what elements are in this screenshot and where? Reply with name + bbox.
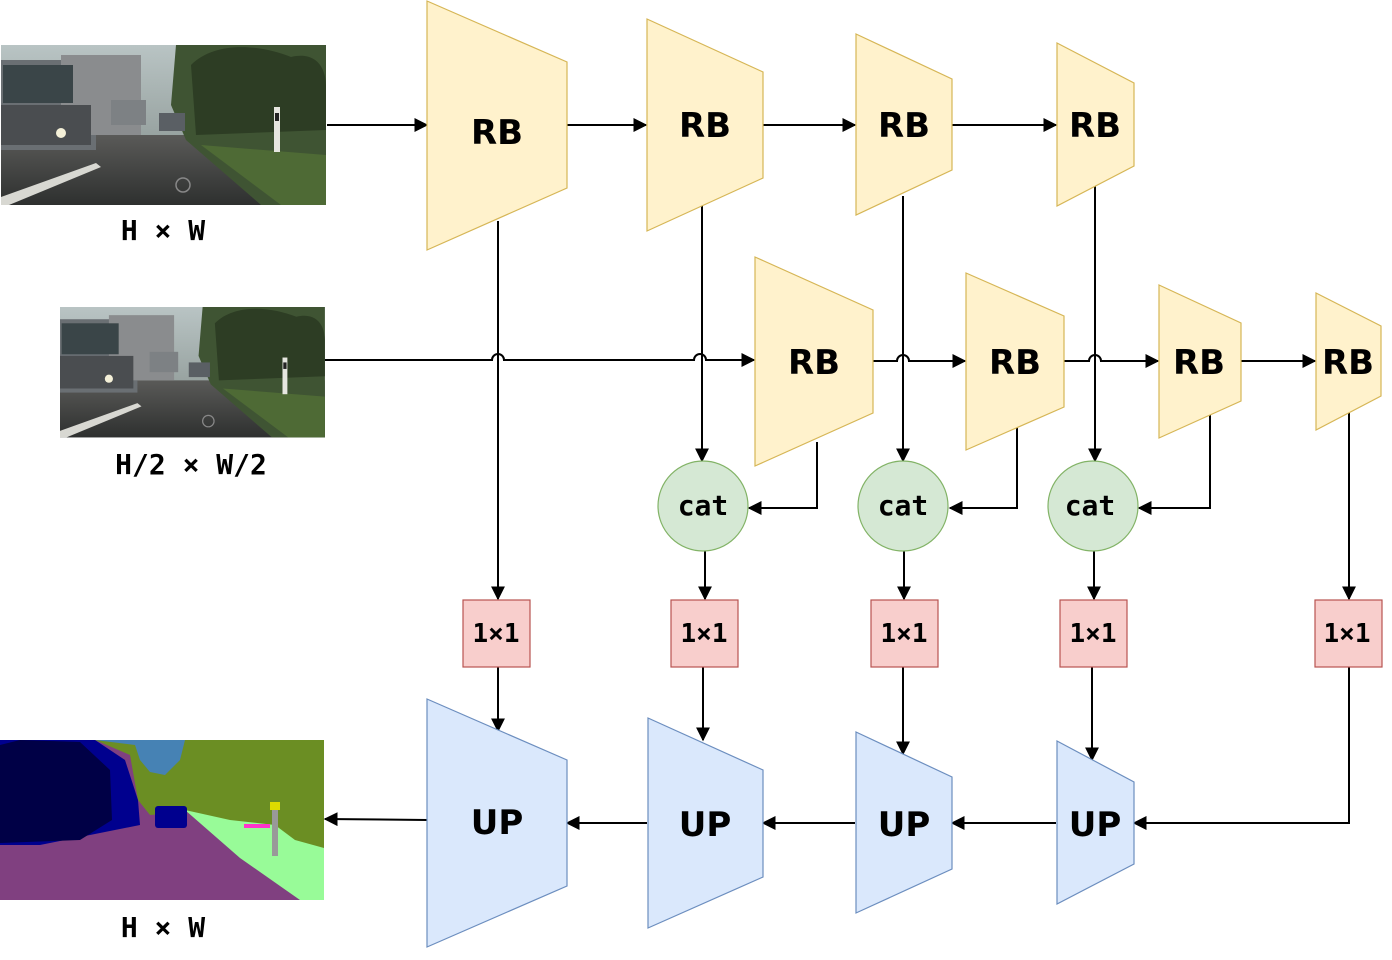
input-image-half bbox=[59, 306, 326, 439]
encoder-full-res: RB RB RB RB bbox=[426, 0, 1135, 251]
cat-node-3: cat bbox=[1047, 460, 1139, 552]
up-block-1: UP bbox=[426, 698, 568, 948]
conv1x1-node-1: 1×1 bbox=[462, 599, 531, 668]
rb-block-half-2: RB bbox=[965, 272, 1065, 451]
rb-block-full-2: RB bbox=[646, 18, 764, 232]
edge-rb7-to-cat3 bbox=[1137, 415, 1211, 515]
conv1x1-label: 1×1 bbox=[681, 619, 728, 649]
conv1x1-label: 1×1 bbox=[473, 619, 520, 649]
cat-node-1: cat bbox=[657, 460, 749, 552]
cat-label: cat bbox=[1065, 489, 1116, 522]
rb-label: RB bbox=[1069, 106, 1121, 146]
rb-block-half-4: RB bbox=[1315, 292, 1382, 431]
conv1x1-nodes: 1×1 1×1 1×1 1×1 1×1 bbox=[462, 599, 1383, 668]
conv1x1-label: 1×1 bbox=[1324, 619, 1371, 649]
up-label: UP bbox=[679, 805, 732, 845]
edge-conv5-to-up4 bbox=[1132, 667, 1350, 830]
input-half-caption: H/2 × W/2 bbox=[115, 448, 267, 481]
conv1x1-node-2: 1×1 bbox=[670, 599, 739, 668]
rb-block-full-1: RB bbox=[426, 0, 568, 251]
conv1x1-node-5: 1×1 bbox=[1314, 599, 1383, 668]
up-label: UP bbox=[878, 805, 931, 845]
output-caption: H × W bbox=[121, 911, 205, 944]
rb-block-full-3: RB bbox=[855, 33, 953, 216]
cat-node-2: cat bbox=[857, 460, 949, 552]
segmentation-output-image bbox=[0, 740, 324, 900]
edge-rb6-to-rb7 bbox=[1064, 354, 1160, 368]
input-image-full bbox=[0, 44, 327, 206]
up-block-3: UP bbox=[855, 731, 953, 914]
rb-block-half-1: RB bbox=[754, 256, 874, 467]
conv1x1-label: 1×1 bbox=[881, 619, 928, 649]
edge-rb6-to-cat2 bbox=[948, 426, 1018, 515]
connectors bbox=[323, 118, 1356, 830]
rb-label: RB bbox=[1173, 343, 1225, 383]
cat-label: cat bbox=[878, 489, 929, 522]
conv1x1-node-3: 1×1 bbox=[870, 599, 939, 668]
edge-rb5-to-cat1 bbox=[747, 442, 818, 515]
rb-label: RB bbox=[989, 343, 1041, 383]
rb-label: RB bbox=[679, 106, 731, 146]
rb-label: RB bbox=[788, 343, 840, 383]
rb-block-half-3: RB bbox=[1158, 284, 1242, 439]
input-full-caption: H × W bbox=[121, 214, 205, 247]
conv1x1-label: 1×1 bbox=[1070, 619, 1117, 649]
encoder-half-res: RB RB RB RB bbox=[754, 256, 1382, 467]
rb-block-full-4: RB bbox=[1056, 42, 1135, 207]
rb-label: RB bbox=[878, 106, 930, 146]
concat-nodes: cat cat cat bbox=[657, 460, 1139, 552]
up-block-2: UP bbox=[647, 717, 764, 929]
decoder: UP UP UP UP bbox=[426, 698, 1135, 948]
up-label: UP bbox=[471, 803, 524, 843]
edge-rb5-to-rb6 bbox=[873, 354, 967, 368]
cat-label: cat bbox=[678, 489, 729, 522]
up-label: UP bbox=[1069, 805, 1122, 845]
conv1x1-node-4: 1×1 bbox=[1059, 599, 1128, 668]
edge-up1-to-output bbox=[323, 812, 428, 827]
rb-label: RB bbox=[471, 113, 523, 153]
rb-label: RB bbox=[1322, 343, 1374, 383]
edge-half-input-to-rb5 bbox=[325, 353, 756, 367]
up-block-4: UP bbox=[1056, 740, 1135, 905]
